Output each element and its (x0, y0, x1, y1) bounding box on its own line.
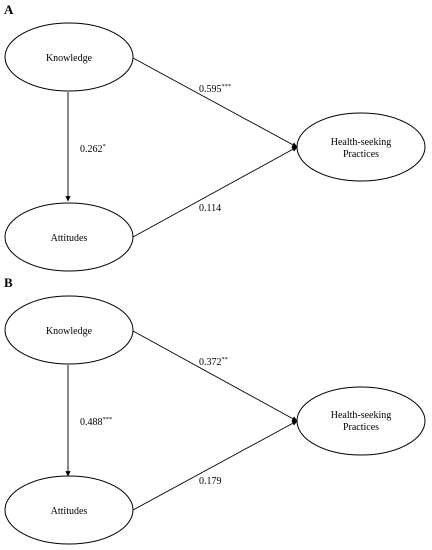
node-knowledge: Knowledge (4, 22, 134, 92)
node-knowledge: Knowledge (4, 295, 134, 365)
panel-b: B Knowledge Attitudes Health-seeking Pra… (4, 275, 426, 545)
node-label-line2: Practices (343, 422, 379, 433)
panel-label: A (4, 2, 14, 17)
coefficient-knowledge-to-attitudes: 0.488*** (80, 416, 112, 428)
node-label: Attitudes (51, 506, 88, 517)
edge-attitudes-to-practices (132, 146, 298, 238)
edge-knowledge-to-practices (132, 57, 298, 148)
coefficient-knowledge-to-attitudes: 0.262* (80, 143, 106, 155)
node-health-seeking-practices: Health-seeking Practices (296, 112, 426, 182)
node-attitudes: Attitudes (4, 475, 134, 545)
node-label: Attitudes (51, 233, 88, 244)
node-label-line1: Health-seeking (331, 137, 392, 148)
node-label-line2: Practices (343, 149, 379, 160)
node-attitudes: Attitudes (4, 202, 134, 272)
node-label: Knowledge (46, 326, 93, 337)
node-label-line1: Health-seeking (331, 410, 392, 421)
coefficient-attitudes-to-practices: 0.179 (199, 476, 222, 487)
panel-label: B (4, 275, 13, 290)
coefficient-attitudes-to-practices: 0.114 (199, 203, 221, 214)
coefficient-knowledge-to-practices: 0.595*** (199, 83, 231, 95)
node-health-seeking-practices: Health-seeking Practices (296, 386, 426, 456)
coefficient-knowledge-to-practices: 0.372** (199, 356, 228, 368)
edge-knowledge-to-practices (132, 330, 298, 422)
edge-attitudes-to-practices (132, 420, 298, 511)
node-label: Knowledge (46, 53, 93, 64)
panel-a: A Knowledge Attitudes Health-seeking Pra… (4, 2, 426, 272)
